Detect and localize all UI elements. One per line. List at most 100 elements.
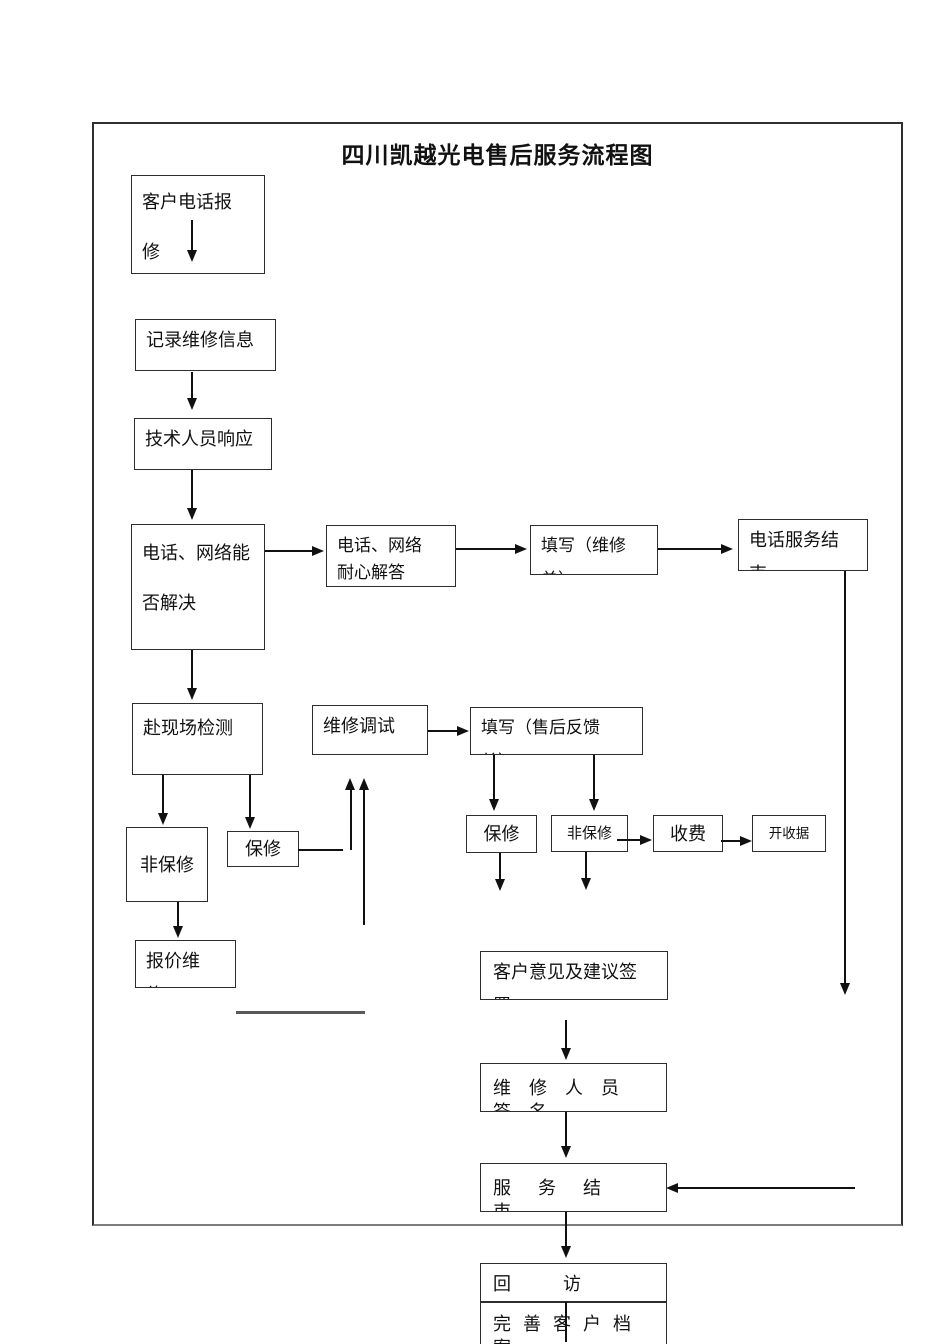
arrowhead-debug-to-feedback <box>457 725 469 736</box>
flowchart-border <box>92 122 903 1226</box>
node-warranty-left: 保修 <box>227 831 299 867</box>
node-staff-signature-text: 维修人员签名 <box>493 1078 637 1112</box>
arrowhead-inside-customer-call <box>186 250 197 262</box>
arrowhead-feedback-to-non-warranty <box>588 799 599 811</box>
node-receipt-text: 开收据 <box>768 825 810 841</box>
connector-warranty-left-out <box>298 849 343 851</box>
node-customer-call: 客户电话报 修 <box>131 175 265 274</box>
node-tech-response: 技术人员响应 <box>134 418 272 470</box>
connector-up-to-debug-short <box>349 789 352 850</box>
arrowhead-up-to-debug-short <box>345 778 355 790</box>
connector-repair-form-to-phone-end <box>658 548 722 550</box>
node-warranty-right-text: 保修 <box>483 824 520 844</box>
connector-opinion-to-signature <box>565 1020 567 1050</box>
node-fill-repair-form: 填写（维修 单） <box>530 525 658 575</box>
node-warranty-left-text: 保修 <box>245 839 281 859</box>
connector-warranty-right-down <box>499 853 501 881</box>
connector-inside-customer-call <box>191 220 193 252</box>
node-charge-text: 收费 <box>670 823 706 844</box>
node-improve-archive: 完善客户档案 <box>480 1302 667 1344</box>
connector-non-warranty-right-down <box>585 852 587 880</box>
node-charge: 收费 <box>653 815 723 852</box>
arrowhead-feedback-to-warranty <box>488 799 499 811</box>
node-fill-feedback-form: 填写（售后反馈 单） <box>470 707 643 755</box>
flowchart-title: 四川凯越光电售后服务流程图 <box>341 142 654 168</box>
connector-response-to-solve <box>191 470 193 510</box>
node-fill-repair-form-line2: 单） <box>531 568 657 574</box>
node-phone-service-end: 电话服务结 束 <box>738 519 868 571</box>
connector-record-to-response <box>191 372 193 400</box>
node-fill-repair-form-line1: 填写（维修 <box>541 536 626 555</box>
node-phone-answer-line2: 耐心解答 <box>337 563 405 582</box>
connector-onsite-to-non-warranty <box>162 775 164 815</box>
arrowhead-opinion-to-signature <box>560 1048 571 1060</box>
node-phone-service-end-line1: 电话服务结 <box>749 530 839 550</box>
node-tech-response-text: 技术人员响应 <box>145 429 253 449</box>
node-fill-feedback-form-line2: 单） <box>471 750 642 754</box>
node-non-warranty-left: 非保修 <box>126 827 208 902</box>
node-phone-network-line1: 电话、网络能 <box>142 543 250 563</box>
connector-non-warranty-to-charge <box>617 839 641 841</box>
node-onsite-check: 赴现场检测 <box>132 703 263 775</box>
arrowhead-onsite-to-warranty <box>244 817 255 829</box>
connector-up-to-debug-long <box>363 789 365 925</box>
node-customer-opinion: 客户意见及建议签 署 <box>480 951 668 1000</box>
arrowhead-service-end-to-follow-up <box>560 1246 571 1258</box>
arrowhead-repair-form-to-phone-end <box>721 543 733 554</box>
arrowhead-non-warranty-right-down <box>580 878 591 890</box>
arrowhead-response-to-solve <box>186 508 197 520</box>
divider-line <box>236 1011 365 1014</box>
connector-inside-improve-archive <box>565 1302 567 1342</box>
node-customer-call-line2: 修 <box>142 242 160 262</box>
node-fill-feedback-form-line1: 填写（售后反馈 <box>481 718 600 737</box>
node-non-warranty-right-text: 非保修 <box>566 824 612 842</box>
connector-non-warranty-to-quote <box>177 902 179 928</box>
arrowhead-solve-to-answer <box>312 545 324 556</box>
node-service-end: 服务结束 <box>480 1163 667 1212</box>
connector-signature-to-service-end <box>565 1112 567 1148</box>
node-customer-opinion-line2: 署 <box>481 994 667 999</box>
node-follow-up: 回访 <box>480 1263 667 1302</box>
node-repair-debug: 维修调试 <box>312 705 428 755</box>
node-customer-opinion-line1: 客户意见及建议签 <box>493 962 637 982</box>
node-record-info-text: 记录维修信息 <box>146 330 254 350</box>
arrowhead-right-to-service-end <box>666 1182 678 1193</box>
arrowhead-non-warranty-to-quote <box>172 926 183 938</box>
node-improve-archive-text: 完善客户档案 <box>493 1314 643 1344</box>
node-phone-network-line2: 否解决 <box>142 593 196 613</box>
node-phone-answer: 电话、网络 耐心解答 <box>326 525 456 587</box>
node-non-warranty-left-text: 非保修 <box>140 854 194 875</box>
arrowhead-non-warranty-to-charge <box>640 834 652 845</box>
node-warranty-right: 保修 <box>466 815 537 853</box>
node-phone-service-end-line2: 束 <box>739 562 867 570</box>
arrowhead-up-to-debug-long <box>358 778 369 790</box>
arrowhead-solve-to-onsite <box>186 688 197 700</box>
node-quote-repair-line1: 报价维 <box>146 951 200 971</box>
node-non-warranty-right: 非保修 <box>551 815 628 852</box>
connector-onsite-to-warranty <box>249 775 251 819</box>
arrowhead-answer-to-repair-form <box>515 543 527 554</box>
connector-feedback-to-non-warranty <box>593 755 595 801</box>
connector-service-end-to-follow-up <box>565 1212 567 1248</box>
node-phone-network-solve: 电话、网络能 否解决 <box>131 524 265 650</box>
node-record-info: 记录维修信息 <box>135 319 276 371</box>
node-repair-debug-text: 维修调试 <box>323 716 395 736</box>
arrowhead-charge-to-receipt <box>740 835 752 846</box>
node-receipt: 开收据 <box>752 815 826 852</box>
connector-charge-to-receipt <box>721 840 741 842</box>
arrowhead-warranty-right-down <box>494 879 505 891</box>
arrowhead-signature-to-service-end <box>560 1146 571 1158</box>
node-service-end-text: 服务结束 <box>493 1178 628 1212</box>
connector-phone-end-down-long <box>844 571 846 985</box>
node-onsite-check-text: 赴现场检测 <box>143 718 233 738</box>
node-customer-call-line1: 客户电话报 <box>142 192 232 212</box>
arrowhead-record-to-response <box>186 398 197 410</box>
node-quote-repair-line2: 修 <box>136 983 235 987</box>
node-phone-answer-line1: 电话、网络 <box>337 536 422 555</box>
node-follow-up-text: 回访 <box>493 1274 633 1294</box>
connector-solve-to-answer <box>265 550 313 552</box>
node-staff-signature: 维修人员签名 <box>480 1063 667 1112</box>
connector-answer-to-repair-form <box>456 548 516 550</box>
connector-feedback-to-warranty <box>493 755 495 801</box>
